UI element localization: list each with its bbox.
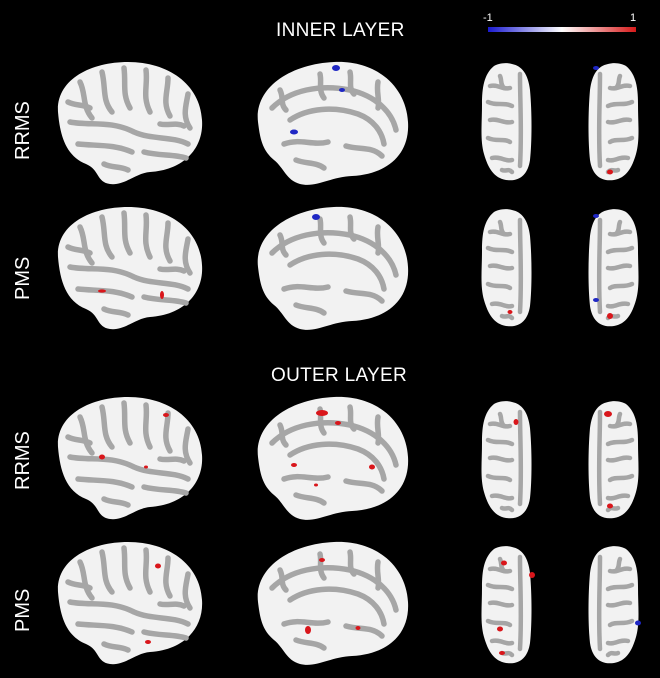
brain-medial-outer-rrms xyxy=(250,395,416,525)
brain-top-left-outer-pms xyxy=(480,545,535,667)
colorbar-max-label: 1 xyxy=(630,12,637,24)
brain-top-right-inner-pms xyxy=(586,208,640,330)
colorbar xyxy=(488,27,636,32)
brain-top-right-outer-rrms xyxy=(586,400,640,522)
inner-layer-title: INNER LAYER xyxy=(276,20,405,41)
brain-medial-outer-pms xyxy=(250,540,416,670)
row-label-pms-inner: PMS xyxy=(12,256,34,300)
brain-lateral-outer-pms xyxy=(50,540,210,668)
brain-top-left-inner-pms xyxy=(480,208,534,330)
brain-top-right-outer-pms xyxy=(586,545,641,667)
row-label-rrms-outer: RRMS xyxy=(12,431,34,490)
brain-medial-inner-pms xyxy=(250,205,416,335)
colorbar-min-label: -1 xyxy=(483,12,493,24)
brain-lateral-inner-pms xyxy=(50,205,210,333)
row-label-rrms-inner: RRMS xyxy=(12,101,34,160)
brain-top-right-inner-rrms xyxy=(586,62,640,184)
brain-top-left-inner-rrms xyxy=(480,62,534,184)
outer-layer-title: OUTER LAYER xyxy=(271,365,407,386)
brain-lateral-inner-rrms xyxy=(50,60,210,188)
brain-medial-inner-rrms xyxy=(250,60,416,190)
brain-top-left-outer-rrms xyxy=(480,400,534,522)
row-label-pms-outer: PMS xyxy=(12,588,34,632)
brain-lateral-outer-rrms xyxy=(50,395,210,523)
